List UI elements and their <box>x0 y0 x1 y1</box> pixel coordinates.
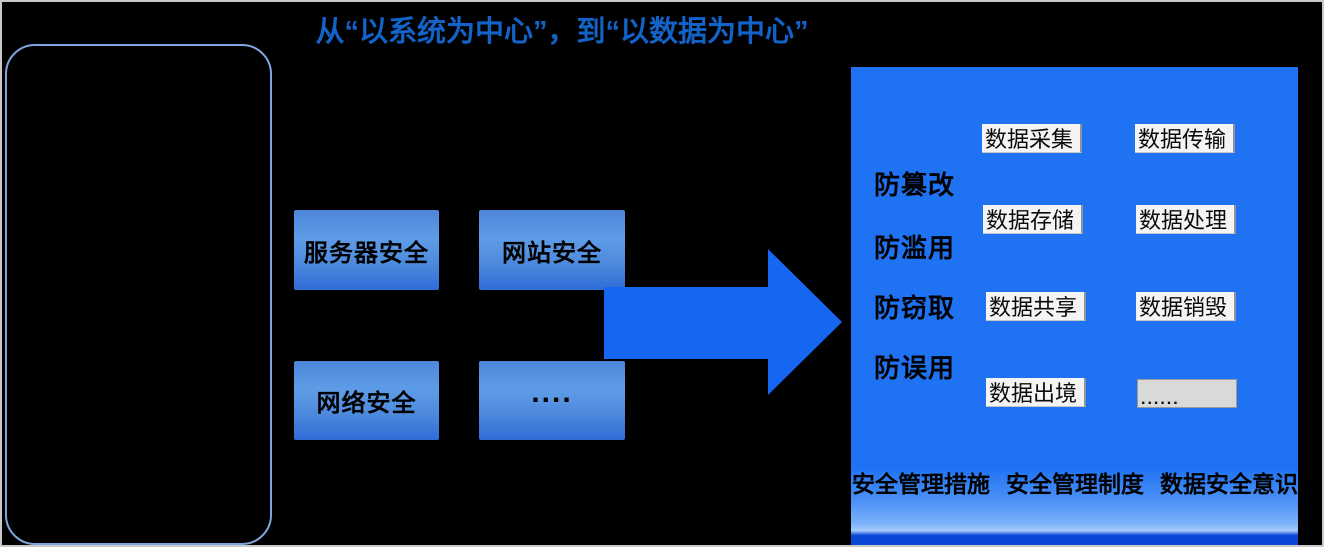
slide-title: 从“以系统为中心”，到“以数据为中心” <box>315 16 809 48</box>
stage-box-data-storage: 数据存储 <box>983 205 1083 234</box>
protection-label-anti-theft: 防窃取 <box>874 293 956 323</box>
stage-box-data-transmission: 数据传输 <box>1135 124 1235 153</box>
protection-label-anti-abuse: 防滥用 <box>874 233 956 263</box>
stage-box-data-processing: 数据处理 <box>1136 205 1236 234</box>
stage-label: 数据传输 <box>1138 127 1227 152</box>
stage-box-data-sharing: 数据共享 <box>986 292 1086 321</box>
stage-label: 数据共享 <box>989 295 1078 320</box>
system-box-label: 网络安全 <box>316 390 417 417</box>
security-awareness-label: 数据安全意识 <box>1160 471 1298 497</box>
arrow-shaft <box>604 287 769 359</box>
stage-label: ...... <box>1141 391 1180 408</box>
stage-label: 数据处理 <box>1139 208 1228 233</box>
system-box-network-security: 网络安全 <box>294 361 439 440</box>
stage-label: 数据存储 <box>986 208 1075 233</box>
stage-box-data-destruction: 数据销毁 <box>1136 292 1236 321</box>
system-box-label: .... <box>531 375 573 409</box>
protection-label-anti-misuse: 防误用 <box>874 353 956 383</box>
management-measures-label: 安全管理措施 <box>852 471 990 497</box>
management-row: 安全管理措施 安全管理制度 数据安全意识 <box>852 465 1298 499</box>
system-centric-frame <box>5 44 272 545</box>
system-box-label: 网站安全 <box>502 239 602 267</box>
stage-label: 数据出境 <box>989 381 1078 406</box>
data-centric-panel: 防篡改 防滥用 防窃取 防误用 数据采集 数据传输 数据存储 数据处理 数据共享… <box>851 67 1298 545</box>
arrow-head-icon <box>768 249 842 395</box>
system-box-label: 服务器安全 <box>304 239 429 267</box>
stage-box-data-collection: 数据采集 <box>982 124 1082 153</box>
stage-label: 数据销毁 <box>1139 295 1228 320</box>
system-box-server-security: 服务器安全 <box>294 210 439 290</box>
stage-box-more-dots: ...... <box>1137 379 1237 408</box>
system-box-website-security: 网站安全 <box>479 210 625 290</box>
protection-label-anti-tamper: 防篡改 <box>874 170 956 200</box>
stage-label: 数据采集 <box>985 127 1074 152</box>
management-system-label: 安全管理制度 <box>1006 471 1144 497</box>
stage-box-data-cross-border: 数据出境 <box>986 378 1086 407</box>
transform-arrow <box>604 249 842 395</box>
system-box-more-dots: .... <box>479 361 625 440</box>
